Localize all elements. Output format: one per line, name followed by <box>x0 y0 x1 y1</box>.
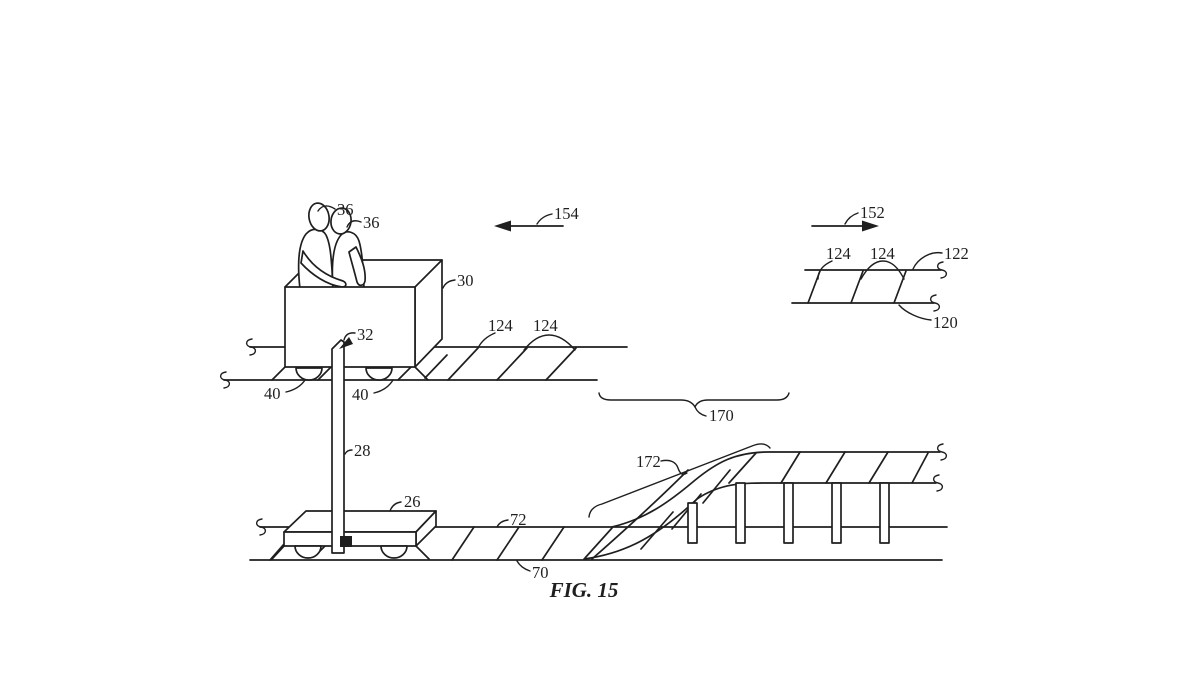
post-clamp-block <box>340 536 352 547</box>
passenger-cart <box>271 202 443 381</box>
cart-wheel-right <box>365 367 393 381</box>
leader-30 <box>442 279 456 289</box>
break-symbol <box>255 518 267 536</box>
ref-label-40-right: 40 <box>352 385 369 404</box>
rider-figures <box>297 202 366 290</box>
ramp-elevated-track <box>583 443 948 560</box>
drive-cart-wheel-right <box>380 545 408 559</box>
leader-28 <box>344 449 353 455</box>
ref-label-40-left: 40 <box>264 384 281 403</box>
right-track-ties <box>807 270 907 304</box>
ref-label-120: 120 <box>933 313 958 332</box>
reference-leaders <box>285 205 576 572</box>
post-tip-arrowhead-icon <box>339 337 353 349</box>
ref-label-154: 154 <box>554 204 579 223</box>
support-post-2 <box>735 482 746 544</box>
leader-120 <box>898 304 932 321</box>
leader-170 <box>694 406 707 417</box>
ref-label-32: 32 <box>357 325 374 344</box>
support-post-1 <box>687 502 698 544</box>
ramp-extent-line <box>588 443 771 518</box>
rider-left-arm <box>300 250 347 288</box>
connecting-post <box>331 332 356 554</box>
upper-track-ties <box>317 347 577 381</box>
break-symbol <box>936 261 948 279</box>
leader-152 <box>844 212 859 225</box>
ref-label-172: 172 <box>636 452 661 471</box>
break-symbol <box>936 443 948 461</box>
support-post-4 <box>831 482 842 544</box>
ref-label-26: 26 <box>404 492 421 511</box>
leader-70 <box>516 560 531 572</box>
leader-36-left <box>317 205 336 212</box>
post-body <box>331 339 345 554</box>
break-symbol <box>929 294 941 312</box>
leader-124-u1 <box>477 332 496 349</box>
leader-122 <box>912 251 943 270</box>
support-post-5 <box>879 482 890 544</box>
gap-span-brace <box>598 392 790 417</box>
direction-arrow-right <box>811 212 879 232</box>
ref-label-124-r2: 124 <box>870 244 895 263</box>
figure-caption: FIG. 15 <box>549 578 619 602</box>
direction-arrow-left <box>494 213 564 232</box>
rider-right-arm <box>348 246 366 287</box>
ref-label-170: 170 <box>709 406 734 425</box>
drive-cart <box>271 510 437 560</box>
cart-wheel-left <box>295 367 323 381</box>
right-track-segment <box>791 251 948 321</box>
ref-label-36-right: 36 <box>363 213 380 232</box>
leader-40-right <box>373 379 394 394</box>
ramp-edge-line <box>591 469 689 560</box>
drive-cart-skirts <box>271 545 430 560</box>
break-symbol <box>932 474 944 492</box>
break-symbol <box>245 338 257 356</box>
span-brace <box>598 392 790 408</box>
leader-36-right <box>346 220 362 228</box>
leader-72 <box>496 519 509 528</box>
ramp-ties <box>640 452 757 550</box>
ramp-upper-rail <box>611 451 941 528</box>
leader-40-left <box>285 379 306 393</box>
cart-side-face <box>414 259 443 368</box>
leader-124-u2 <box>523 334 576 351</box>
drive-cart-top-face <box>283 510 437 533</box>
leader-154 <box>536 213 553 225</box>
support-post-3 <box>783 482 794 544</box>
ref-label-30: 30 <box>457 271 474 290</box>
ref-label-28: 28 <box>354 441 371 460</box>
ref-label-36-left: 36 <box>337 200 354 219</box>
cart-front-face <box>284 286 416 368</box>
ref-label-152: 152 <box>860 203 885 222</box>
ref-label-124-u2: 124 <box>533 316 558 335</box>
ref-label-70: 70 <box>532 563 549 582</box>
reference-numerals: 36 36 30 32 154 152 124 124 40 40 170 28… <box>264 200 969 582</box>
break-symbol <box>219 371 231 389</box>
elevated-track-ties <box>780 451 929 484</box>
leader-26 <box>389 501 402 512</box>
ref-label-122: 122 <box>944 244 969 263</box>
ref-label-72: 72 <box>510 510 527 529</box>
leader-172 <box>660 459 688 476</box>
arrow-head-left-icon <box>494 220 511 232</box>
cart-skirts <box>271 366 429 381</box>
leader-32 <box>343 332 356 341</box>
ref-label-124-u1: 124 <box>488 316 513 335</box>
drive-cart-wheel-left <box>294 545 322 559</box>
leader-124-r2 <box>860 260 905 280</box>
leader-124-r1 <box>817 260 833 280</box>
rider-left-head <box>308 202 330 232</box>
ref-label-124-r1: 124 <box>826 244 851 263</box>
arrow-head-right-icon <box>862 220 879 232</box>
lower-track-ties <box>269 526 613 561</box>
